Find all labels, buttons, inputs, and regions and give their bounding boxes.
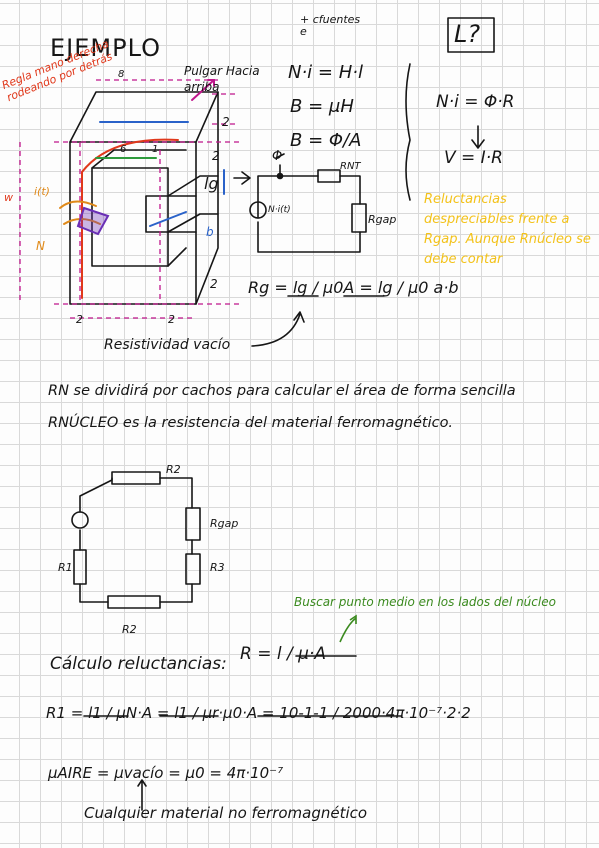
box-question: L? <box>454 20 481 48</box>
label-w: w <box>4 191 13 204</box>
label-2a: 2 <box>222 115 230 129</box>
magnetic-circuit-1 <box>249 153 367 253</box>
label-turns: N <box>36 239 45 253</box>
r1-equation: R1 = l1 / μN·A = l1 / μr·μ0·A = 10-1-1 /… <box>46 704 471 722</box>
rg-formula: Rg = lg / μ0A = lg / μ0 a·b <box>248 278 459 297</box>
label-rz: R2 <box>122 623 137 636</box>
eq-magnetic-ohm: N·i = Φ·R <box>436 92 515 112</box>
paragraph-2: RNÚCLEO es la resistencia del material f… <box>48 415 454 431</box>
label-2d: 2 <box>76 313 83 326</box>
eq-ohm: V = I·R <box>444 148 503 168</box>
brace <box>405 63 411 201</box>
label-1: 1 <box>152 144 159 155</box>
question-box <box>447 17 495 53</box>
label-8: 8 <box>118 69 125 80</box>
label-6: 6 <box>120 144 127 155</box>
label-2b: 2 <box>212 149 220 163</box>
yellow-note: Reluctancias despreciables frente a Rgap… <box>424 192 591 268</box>
label-current: i(t) <box>34 185 50 198</box>
right-arrow <box>233 171 251 185</box>
formulas-header: + cfuentes e <box>300 13 361 39</box>
resistividad-note: Resistividad vacío <box>104 337 231 353</box>
label-source: N·i(t) <box>268 205 291 215</box>
label-rgap-2: Rgap <box>210 517 239 530</box>
label-2e: 2 <box>168 313 175 326</box>
label-r3: R3 <box>210 561 225 574</box>
label-2c: 2 <box>210 277 218 291</box>
green-note: Buscar punto medio en los lados del núcl… <box>294 595 556 609</box>
down-arrow <box>471 125 485 149</box>
label-r1: R1 <box>58 561 73 574</box>
thumb-rule-note: Pulgar Hacia arriba <box>184 64 260 94</box>
flux-path <box>59 79 225 299</box>
label-rgap: Rgap <box>368 213 397 226</box>
eq-ampere: N·i = H·l <box>288 62 363 83</box>
magnetic-core-drawing <box>69 91 219 305</box>
label-lg: lg <box>204 174 219 193</box>
mu-aire-equation: μAIRE = μvacío = μ0 = 4π·10⁻⁷ <box>48 764 284 782</box>
magnetic-circuit-2 <box>71 471 201 609</box>
label-r2-top: R2 <box>166 463 181 476</box>
reluctance-formula: R = l / μ·A <box>240 644 326 664</box>
eq-b-mu-h: B = μH <box>290 96 354 117</box>
paragraph-1: RN se dividirá por cachos para calcular … <box>48 383 516 399</box>
page-title: EJEMPLO <box>50 34 161 62</box>
label-phi: Φ <box>272 149 283 164</box>
calc-label: Cálculo reluctancias: <box>50 654 227 674</box>
label-rnt: RNT <box>340 161 361 172</box>
label-b: b <box>206 225 214 239</box>
eq-b-phi: B = Φ/A <box>290 130 362 151</box>
cualquier-note: Cualquier material no ferromagnético <box>84 804 368 822</box>
